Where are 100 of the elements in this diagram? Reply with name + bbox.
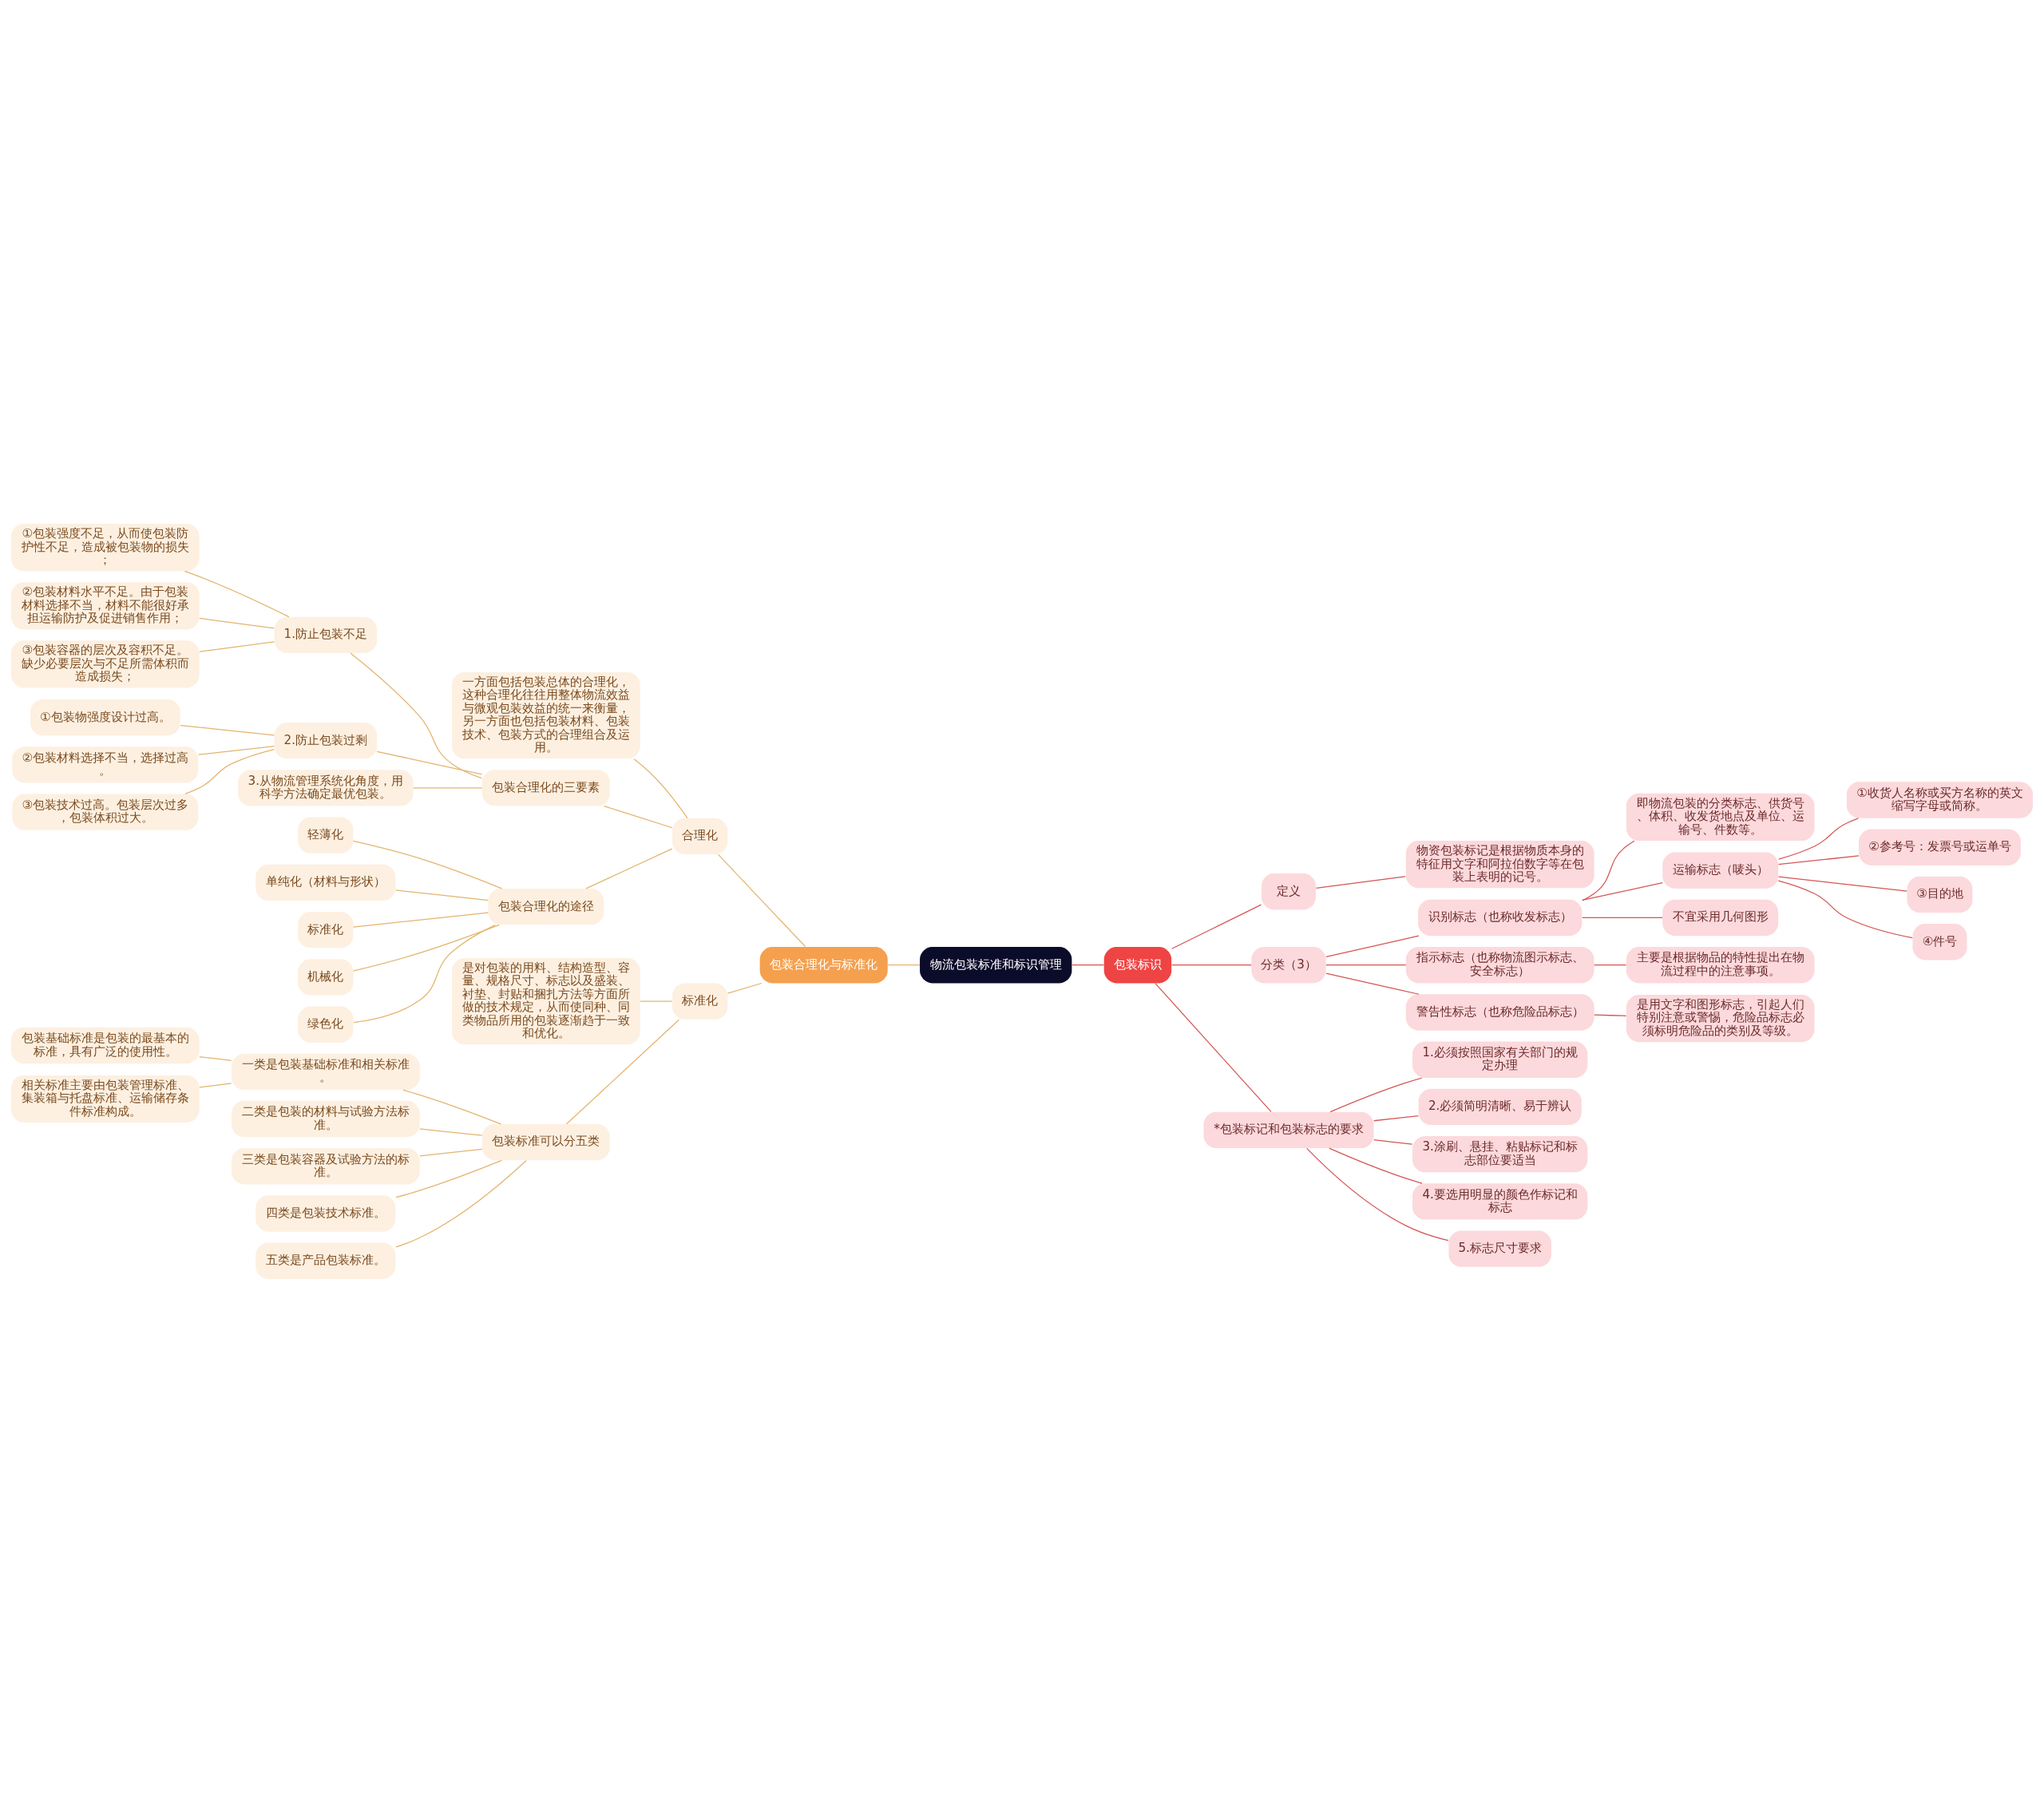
connector bbox=[1582, 917, 1663, 918]
node-box: 五类是产品包装标准。 bbox=[256, 1242, 396, 1279]
node-box: 四类是包装技术标准。 bbox=[256, 1194, 396, 1232]
connector bbox=[180, 724, 275, 736]
connector bbox=[395, 1159, 502, 1198]
connector bbox=[640, 1000, 673, 1002]
connector bbox=[395, 1159, 527, 1248]
node-box: 是对包装的用料、结构造型、容量、规格尺寸、标志以及盛装、衬垫、封贴和捆扎方法等方面所做的技术规定，从而使同种、同类物品所用的包装逐渐趋于一致和优化。 bbox=[452, 957, 640, 1044]
node-box: 分类（3） bbox=[1251, 946, 1326, 983]
node-box: 三类是包装容器及试验方法的标准。 bbox=[231, 1147, 420, 1184]
node-box: 定义 bbox=[1261, 873, 1317, 909]
node-box: 包装标识 bbox=[1103, 946, 1172, 983]
connector bbox=[1778, 817, 1860, 860]
node-box: 即物流包装的分类标志、供货号、体积、收发货地点及单位、运输号、件数等。 bbox=[1626, 793, 1815, 841]
connector bbox=[1373, 1115, 1420, 1121]
node-box: 警告性标志（也称危险品标志） bbox=[1405, 993, 1594, 1031]
connector bbox=[350, 652, 482, 778]
node-box: 一类是包装基础标准和相关标准。 bbox=[231, 1053, 420, 1090]
connector bbox=[603, 805, 673, 828]
node-box: 绿色化 bbox=[298, 1005, 354, 1043]
connector bbox=[1329, 1147, 1423, 1184]
node-box: 是用文字和图形标志，引起人们特别注意或警惕，危险品标志必须标明危险品的类别及等级。 bbox=[1626, 994, 1815, 1042]
connector bbox=[1777, 876, 1907, 892]
connector bbox=[727, 982, 763, 994]
node-box: 单纯化（材料与形状） bbox=[256, 864, 396, 901]
node-box: ②包装材料选择不当，选择过高。 bbox=[12, 746, 199, 783]
node-box: 一方面包括包装总体的合理化，这种合理化往往用整体物流效益与微观包装效益的统一来衡量，另一方面也包括包装材料、包装技术、包装方式的合理组合及运用。 bbox=[452, 671, 640, 758]
node-box: ③目的地 bbox=[1907, 876, 1973, 913]
connector bbox=[1325, 935, 1420, 957]
node-box: 不宜采用几何图形 bbox=[1662, 899, 1779, 936]
node-box: ①包装强度不足，从而使包装防护性不足，造成被包装物的损失； bbox=[10, 523, 200, 571]
node-box: 包装合理化的三要素 bbox=[481, 769, 610, 806]
node-box: ④件号 bbox=[1912, 923, 1967, 960]
connector bbox=[353, 924, 496, 1023]
connector bbox=[565, 1019, 680, 1124]
node-box: 二类是包装的材料与试验方法标准。 bbox=[231, 1100, 420, 1137]
node-box: 识别标志（也称收发标志） bbox=[1417, 899, 1583, 936]
node-box: 机械化 bbox=[298, 958, 354, 996]
connector bbox=[198, 745, 275, 755]
connector bbox=[395, 889, 489, 901]
node-box: 标准化 bbox=[672, 982, 728, 1020]
connector bbox=[1171, 903, 1262, 949]
node-box: 2.必须简明清晰、易于辨认 bbox=[1418, 1088, 1582, 1125]
connector bbox=[1777, 880, 1913, 938]
node-box: 指示标志（也称物流图示标志、安全标志） bbox=[1405, 946, 1594, 983]
connector bbox=[1155, 982, 1272, 1112]
connector bbox=[353, 912, 489, 928]
connector bbox=[199, 1082, 232, 1087]
connector bbox=[1171, 964, 1252, 965]
node-box: 包装基础标准是包装的最基本的标准，具有广泛的使用性。 bbox=[10, 1027, 200, 1063]
connector bbox=[1306, 1147, 1449, 1241]
node-box: 轻薄化 bbox=[298, 816, 354, 853]
connector bbox=[402, 1089, 501, 1124]
node-box: 物流包装标准和标识管理 bbox=[920, 946, 1072, 983]
node-box: 1.必须按照国家有关部门的规定办理 bbox=[1412, 1041, 1588, 1078]
node-box: 5.标志尺寸要求 bbox=[1448, 1230, 1551, 1267]
connector bbox=[412, 786, 483, 788]
connector bbox=[376, 751, 483, 774]
node-box: 3.涂刷、悬挂、粘贴标记和标志部位要适当 bbox=[1412, 1135, 1588, 1172]
connector bbox=[352, 924, 500, 972]
connector bbox=[1373, 1139, 1413, 1145]
connector bbox=[184, 748, 275, 794]
node-box: ①包装物强度设计过高。 bbox=[30, 699, 180, 735]
node-box: 包装合理化的途径 bbox=[488, 888, 604, 925]
node-box: 标准化 bbox=[298, 911, 354, 948]
node-box: 3.从物流管理系统化角度，用科学方法确定最优包装。 bbox=[238, 769, 414, 806]
node-box: 4.要选用明显的颜色作标记和标志 bbox=[1412, 1182, 1588, 1220]
connector bbox=[633, 758, 688, 818]
node-box: ③包装技术过高。包装层次过多，包装体积过大。 bbox=[12, 793, 199, 830]
node-box: ②参考号：发票号或运单号 bbox=[1859, 829, 2021, 865]
connector bbox=[1329, 1076, 1423, 1112]
node-box: 包装合理化与标准化 bbox=[759, 946, 888, 983]
connector bbox=[199, 617, 275, 628]
node-box: 物资包装标记是根据物质本身的特征用文字和阿拉伯数字等在包装上表明的记号。 bbox=[1405, 840, 1594, 888]
connector bbox=[585, 847, 673, 889]
connector bbox=[199, 640, 275, 652]
node-box: *包装标记和包装标志的要求 bbox=[1203, 1111, 1374, 1148]
connector bbox=[1315, 875, 1406, 889]
node-box: ①收货人名称或买方名称的英文缩写字母或简称。 bbox=[1846, 781, 2034, 818]
connector bbox=[419, 1127, 483, 1136]
connector bbox=[1594, 1014, 1627, 1016]
connector bbox=[1072, 964, 1105, 965]
node-box: ②包装材料水平不足。由于包装材料选择不当，材料不能很好承担运输防护及促进销售作用； bbox=[10, 581, 200, 629]
node-box: 1.防止包装不足 bbox=[274, 616, 378, 653]
node-box: 2.防止包装过剩 bbox=[274, 722, 378, 758]
connector bbox=[352, 840, 502, 889]
node-box: 合理化 bbox=[672, 818, 728, 854]
connector bbox=[1594, 964, 1627, 965]
connector bbox=[419, 1148, 483, 1156]
node-box: 主要是根据物品的特性提出在物流过程中的注意事项。 bbox=[1626, 946, 1815, 983]
connector bbox=[717, 853, 806, 947]
connector bbox=[184, 570, 290, 617]
node-box: 包装标准可以分五类 bbox=[481, 1123, 610, 1160]
node-box: ③包装容器的层次及容积不足。缺少必要层次与不足所需体积而造成损失； bbox=[10, 640, 200, 687]
connector bbox=[1777, 854, 1860, 865]
node-box: 运输标志（唛头） bbox=[1662, 852, 1779, 889]
connector bbox=[887, 964, 921, 965]
connector bbox=[1325, 972, 1420, 995]
node-box: 相关标准主要由包装管理标准、集装箱与托盘标准、运输储存条件标准构成。 bbox=[10, 1075, 200, 1123]
connector bbox=[1582, 881, 1663, 901]
